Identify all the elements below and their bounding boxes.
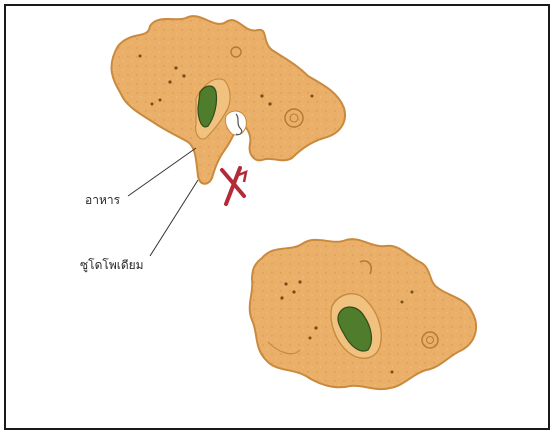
pseudopod-pointer-line [150, 180, 198, 256]
motion-arrow-mark [222, 168, 246, 204]
food-pointer-line [128, 148, 196, 196]
amoeba-top [111, 16, 345, 184]
label-food: อาหาร [85, 191, 120, 210]
label-pseudopod: ซูโดโพเดียม [80, 256, 144, 275]
amoeba-bottom [250, 239, 476, 389]
